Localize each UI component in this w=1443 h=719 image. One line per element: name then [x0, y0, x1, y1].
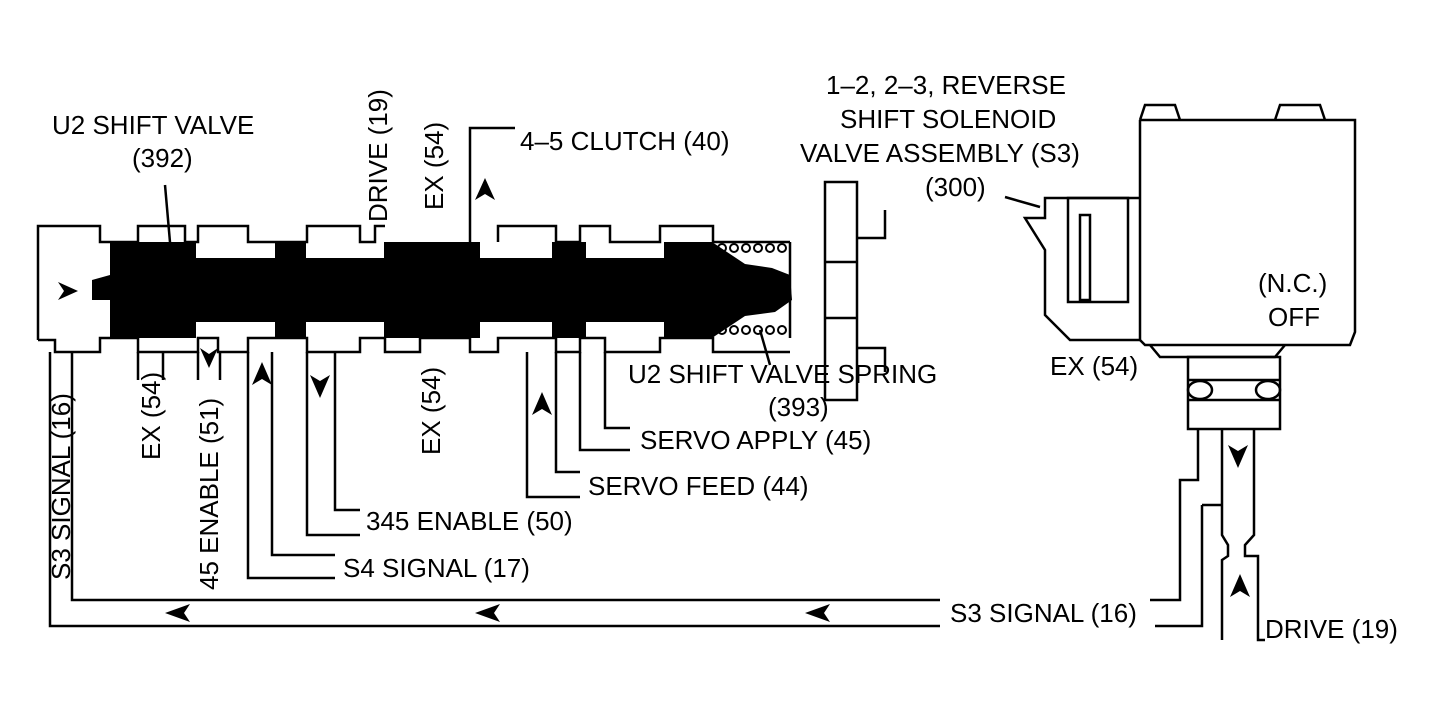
label-off: OFF [1268, 302, 1320, 332]
passage-servo-apply [578, 352, 630, 452]
shift-valve-spool [92, 242, 792, 338]
solenoid-ring-left [1186, 379, 1214, 401]
label-s3-signal-right: S3 SIGNAL (16) [950, 598, 1137, 628]
label-s3-signal-left: S3 SIGNAL (16) [46, 393, 76, 580]
arrow-drive-up [1230, 574, 1250, 597]
label-45-clutch: 4–5 CLUTCH (40) [520, 126, 730, 156]
arrow-line-2 [475, 604, 500, 622]
label-drive-right: DRIVE (19) [1265, 614, 1398, 644]
arrow-servo-feed-up [532, 392, 552, 415]
label-solenoid-2: SHIFT SOLENOID [840, 104, 1056, 134]
label-drive-top: DRIVE (19) [363, 89, 393, 222]
arrow-solenoid-down [1228, 445, 1248, 468]
label-solenoid-num: (300) [925, 172, 986, 202]
arrow-clutch-up [475, 178, 495, 200]
label-spring-num: (393) [768, 392, 829, 422]
solenoid-bracket [1022, 196, 1140, 342]
leader-solenoid [1004, 195, 1041, 209]
passage-45-enable [196, 352, 222, 380]
valve-bore-top [36, 126, 790, 340]
passage-s3-signal [48, 352, 940, 628]
valve-spring [717, 243, 787, 335]
label-u2-shift-valve-num: (392) [132, 143, 193, 173]
arrow-s4-up [252, 362, 272, 385]
label-u2-shift-valve: U2 SHIFT VALVE [52, 110, 254, 140]
label-45-enable: 45 ENABLE (51) [194, 398, 224, 590]
arrow-inlet [58, 282, 78, 300]
solenoid-ring-right [1254, 379, 1282, 401]
label-servo-apply: SERVO APPLY (45) [640, 425, 871, 455]
arrow-line-3 [805, 604, 830, 622]
solenoid-port [1186, 355, 1282, 431]
label-ex-top: EX (54) [419, 122, 449, 210]
arrow-45-enable-down [200, 348, 218, 368]
passage-s4-signal [246, 352, 335, 580]
label-s4-signal: S4 SIGNAL (17) [343, 553, 530, 583]
label-ex-left: EX (54) [136, 372, 166, 460]
passage-345-enable [305, 352, 360, 537]
arrow-345-down [310, 375, 330, 398]
end-plug [823, 180, 859, 402]
label-ex-mid: EX (54) [416, 367, 446, 455]
valve-bore-bottom [38, 336, 790, 354]
passage-servo-feed [525, 352, 580, 499]
solenoid-body [1138, 103, 1357, 347]
label-nc: (N.C.) [1258, 268, 1327, 298]
label-solenoid-3: VALVE ASSEMBLY (S3) [800, 138, 1080, 168]
arrow-line-1 [165, 604, 190, 622]
leader-spring [758, 329, 772, 366]
label-345-enable: 345 ENABLE (50) [366, 506, 573, 536]
label-ex-solenoid: EX (54) [1050, 351, 1138, 381]
label-spring: U2 SHIFT VALVE SPRING [628, 359, 937, 389]
passage-ex-left [136, 352, 165, 380]
label-solenoid-1: 1–2, 2–3, REVERSE [826, 70, 1066, 100]
label-servo-feed: SERVO FEED (44) [588, 471, 809, 501]
